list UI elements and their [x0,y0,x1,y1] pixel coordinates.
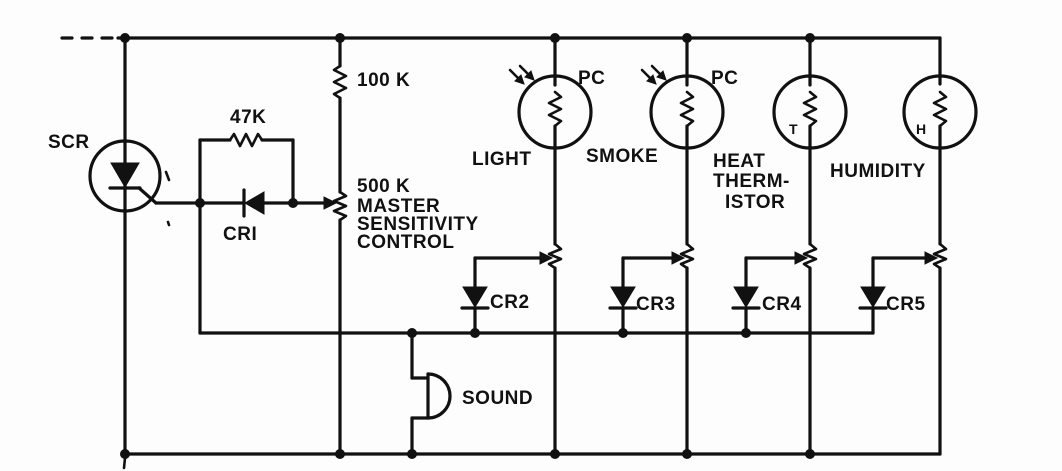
light-label: LIGHT [472,149,532,170]
cr3-label: CR3 [636,294,676,315]
heat-label-1: HEAT [713,151,765,172]
cr1-label: CRI [223,224,257,245]
cr2-label: CR2 [490,292,530,313]
smoke-sensor-branch: PC SMOKE CR3 [586,36,738,456]
master-line-4: CONTROL [357,232,454,253]
sound-label: SOUND [462,388,533,409]
cr5-label: CR5 [886,294,926,315]
heat-sensor-branch: T HEAT THERM- ISTOR CR4 [713,36,848,456]
light-type-label: PC [578,68,605,89]
r100k-label: 100 K [357,70,410,91]
smoke-arrows-icon [640,64,667,85]
smoke-label: SMOKE [586,146,658,167]
humidity-type-label: H [916,121,926,137]
master-line-3: SENSITIVITY [357,214,479,235]
heat-type-label: T [789,121,798,137]
master-sensitivity-branch: 100 K 500 K MASTER SENSITIVITY CONTROL [332,36,479,456]
sound-horn: SOUND [410,331,533,456]
light-sensor-branch: PC LIGHT CR2 [460,36,605,456]
master-line-2: MASTER [357,196,440,217]
heat-label-2: THERM- [713,171,790,192]
scr-label: SCR [48,132,90,153]
junction-dots [120,33,815,459]
heat-label-3: ISTOR [725,192,785,213]
humidity-label: HUMIDITY [830,161,926,182]
cr4-label: CR4 [762,294,802,315]
r47k-label: 47K [230,107,266,128]
master-line-1: 500 K [357,176,410,197]
smoke-type-label: PC [711,68,738,89]
humidity-sensor-branch: H HUMIDITY CR5 [830,74,978,456]
light-arrows-icon [508,64,535,85]
cr1-network: 47K CRI [198,107,875,335]
scr-thyristor: SCR [48,36,202,470]
